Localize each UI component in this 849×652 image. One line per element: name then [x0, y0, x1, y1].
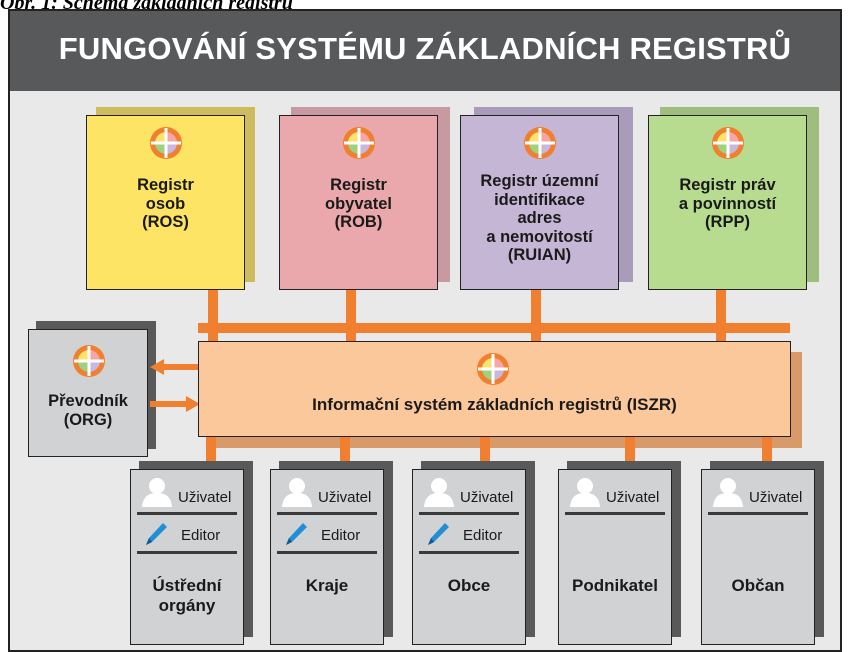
user-label: Uživatel: [460, 489, 514, 506]
user-box-municipalities: Uživatel Editor Obce: [412, 469, 526, 645]
user-box-central: Uživatel Editor Ústřední orgány: [130, 469, 244, 645]
register-label: Registr obyvatel (ROB): [325, 176, 392, 231]
register-label: Registr územní identifikace adres a nemo…: [480, 172, 599, 264]
user-title: Ústřední orgány: [152, 576, 222, 615]
register-ruian: Registr územní identifikace adres a nemo…: [460, 115, 619, 290]
connector-bar-top: [198, 323, 790, 333]
user-box-entrepreneur: Uživatel Podnikatel: [558, 469, 672, 645]
register-ros: Registr osob (ROS): [86, 115, 245, 290]
register-label: Registr práv a povinností (RPP): [678, 176, 777, 231]
register-logo-icon: [712, 127, 744, 159]
editor-label: Editor: [181, 527, 221, 544]
register-logo-icon: [343, 127, 375, 159]
user-title: Obce: [447, 576, 491, 595]
connector-rob: [346, 281, 356, 343]
divider: [277, 551, 377, 554]
divider: [708, 512, 808, 515]
header-bar: FUNGOVÁNÍ SYSTÉMU ZÁKLADNÍCH REGISTRŮ: [10, 11, 840, 91]
user-label: Uživatel: [178, 489, 232, 506]
register-rpp: Registr práv a povinností (RPP): [648, 115, 807, 290]
user-title: Občan: [731, 576, 785, 595]
divider: [137, 551, 237, 554]
diagram-frame: FUNGOVÁNÍ SYSTÉMU ZÁKLADNÍCH REGISTRŮ Re…: [8, 9, 842, 652]
editor-label: Editor: [463, 527, 503, 544]
user-label: Uživatel: [318, 489, 372, 506]
person-icon: [570, 478, 600, 507]
divider: [565, 512, 665, 515]
pencil-icon: [286, 523, 307, 545]
register-rob: Registr obyvatel (ROB): [279, 115, 438, 290]
user-box-citizen: Uživatel Občan: [701, 469, 815, 645]
register-logo-icon: [477, 353, 509, 385]
register-logo-icon: [150, 127, 182, 159]
pencil-icon: [146, 523, 167, 545]
arrow-icon: [150, 396, 200, 412]
person-icon: [142, 478, 172, 507]
user-label: Uživatel: [606, 489, 660, 506]
user-box-regions: Uživatel Editor Kraje: [270, 469, 384, 645]
iszr-box: Informační systém základních registrů (I…: [198, 341, 791, 437]
iszr-label: Informační systém základních registrů (I…: [312, 395, 677, 414]
diagram-title: FUNGOVÁNÍ SYSTÉMU ZÁKLADNÍCH REGISTRŮ: [58, 31, 792, 66]
connector-user-2: [340, 437, 350, 477]
person-icon: [282, 478, 312, 507]
connector-ros: [208, 281, 218, 343]
pencil-icon: [428, 523, 449, 545]
converter-org: Převodník (ORG): [28, 329, 148, 457]
connector-ruian: [531, 281, 541, 343]
register-logo-icon: [524, 127, 556, 159]
editor-label: Editor: [321, 527, 361, 544]
connector-user-5: [762, 437, 772, 477]
divider: [419, 512, 519, 515]
converter-label: Převodník (ORG): [48, 392, 128, 429]
divider: [277, 512, 377, 515]
register-logo-icon: [73, 345, 105, 377]
connector-user-4: [625, 437, 635, 477]
user-title: Kraje: [305, 576, 349, 595]
divider: [419, 551, 519, 554]
connector-rpp: [716, 281, 726, 343]
connector-user-1: [206, 437, 216, 477]
divider: [137, 512, 237, 515]
user-title: Podnikatel: [572, 576, 658, 595]
user-label: Uživatel: [749, 489, 803, 506]
arrow-icon: [150, 359, 200, 375]
person-icon: [424, 478, 454, 507]
person-icon: [713, 478, 743, 507]
register-label: Registr osob (ROS): [137, 176, 194, 231]
connector-user-3: [480, 437, 490, 477]
